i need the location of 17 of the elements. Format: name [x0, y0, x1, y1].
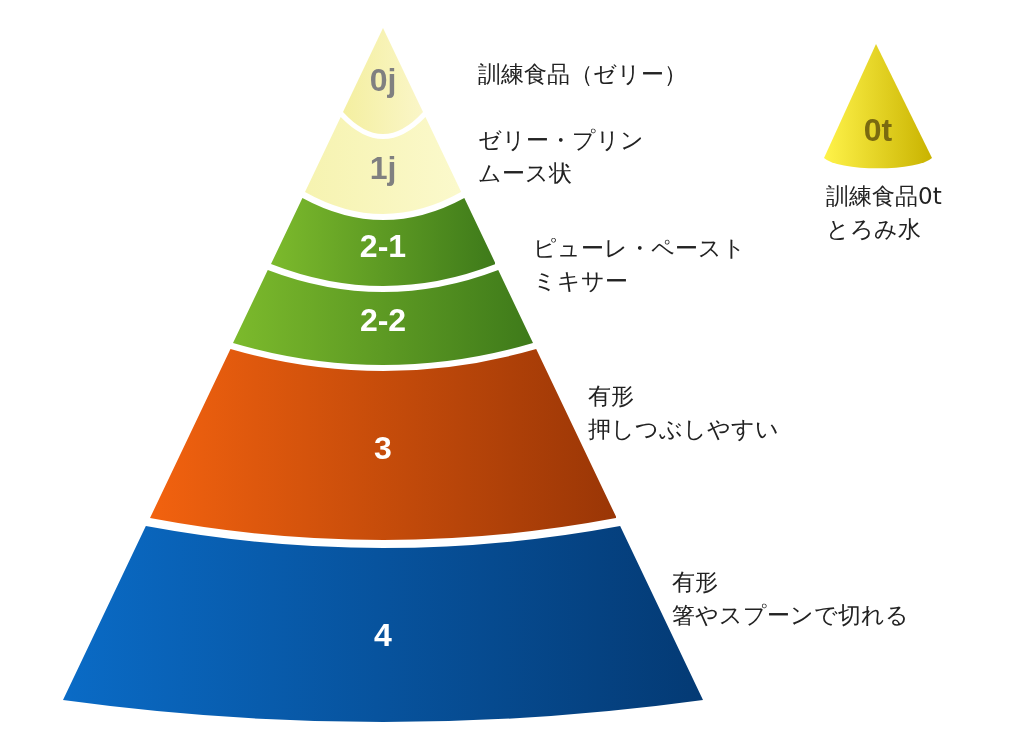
level-code: 3	[374, 432, 392, 464]
level-code: 2-2	[359, 304, 407, 336]
level-description: ゼリー・プリンムース状	[478, 126, 644, 189]
level-code: 4	[374, 619, 392, 651]
level-code: 0j	[369, 64, 397, 96]
pyramid-layer	[270, 198, 496, 286]
level-code: 1j	[369, 152, 397, 184]
pyramid-layer	[343, 28, 423, 134]
level-description: 訓練食品（ゼリー）	[478, 60, 687, 89]
level-code: 0t	[863, 114, 893, 146]
level-description: 有形押しつぶしやすい	[588, 382, 779, 445]
level-description: 有形箸やスプーンで切れる	[672, 568, 909, 631]
level-description: ピューレ・ペーストミキサー	[533, 234, 746, 297]
level-code: 2-1	[359, 230, 407, 262]
level-description: 訓練食品0tとろみ水	[826, 182, 942, 245]
pyramid-layer	[304, 117, 462, 214]
pyramid-layer	[233, 270, 533, 365]
